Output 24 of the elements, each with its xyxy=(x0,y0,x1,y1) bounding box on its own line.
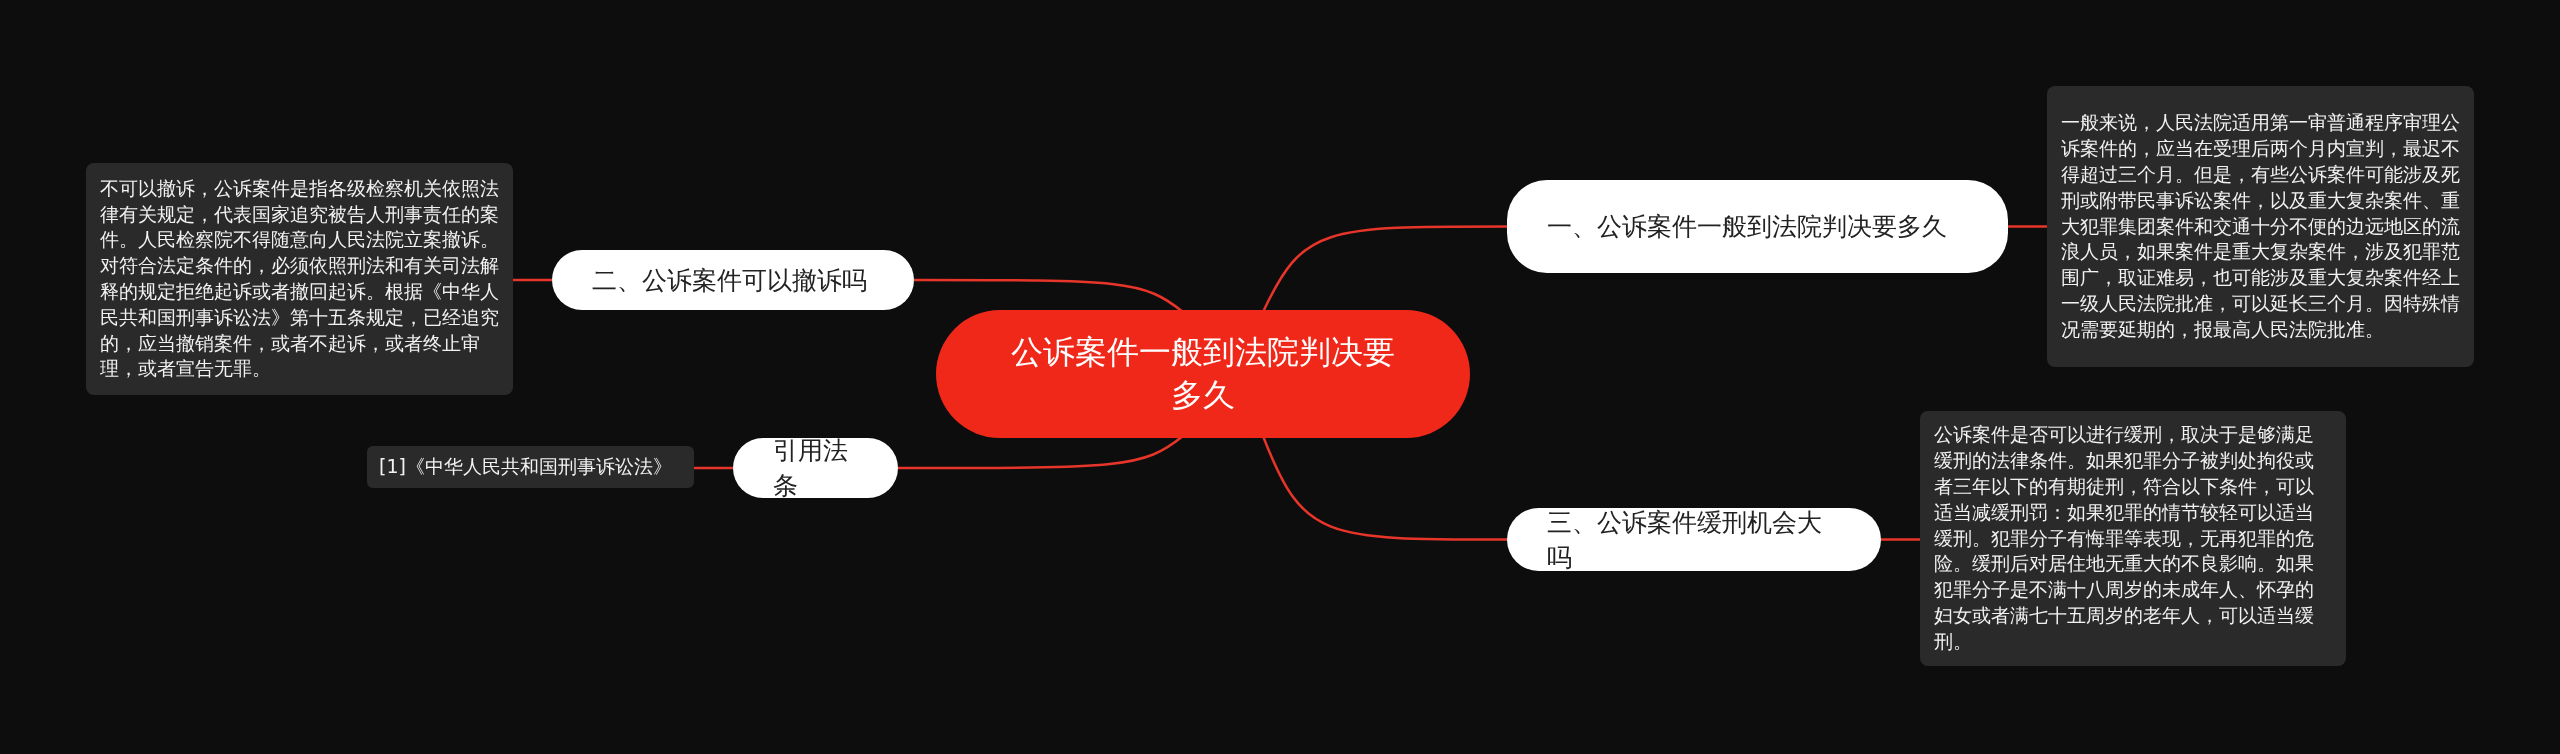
topic-text: 不可以撤诉，公诉案件是指各级检察机关依照法律有关规定，代表国家追究被告人刑事责任的案件。人民检察院不得随意向人民法院立案撤诉。对符合法定条件的，必须依照刑法和有关司法解释的规定拒绝起诉或者撤回起诉。根据《中华人民共和国刑事诉讼法》第十五条规定，已经追究的，应当撤销案件，或者不起诉，或者终止审理，或者宣告无罪。 xyxy=(100,175,499,382)
topic-text: [1]《中华人民共和国刑事诉讼法》 xyxy=(379,454,672,479)
connector-line xyxy=(694,466,733,470)
topic-text: 三、公诉案件缓刑机会大吗 xyxy=(1547,506,1823,574)
branch-topic xyxy=(552,250,914,310)
connector-line xyxy=(1261,435,1507,541)
topic-text: 一般来说，人民法院适用第一审普通程序审理公诉案件的，应当在受理后两个月内宣判，最迟不得超过三个月。但是，有些公诉案件可能涉及死刑或附带民事诉讼案件，以及重大复杂案件、重大犯罪集团案件和交通十分不便的边远地区的流浪人员，如果案件是重大复杂案件，涉及犯罪范围广，取证难易，也可能涉及重大复杂案件经上一级人民法院批准，可以延长三个月。因特殊情况需要延期的，报最高人民法院批准。 xyxy=(2061,110,2460,342)
topic-text: 公诉案件是否可以进行缓刑，取决于是够满足缓刑的法律条件。如果犯罪分子被判处拘役或者三年以下的有期徒刑，符合以下条件，可以适当减缓刑罚：如果犯罪的情节较轻可以适当缓刑。犯罪分子有悔罪等表现，无再犯罪的危险。缓刑后对居住地无重大的不良影响。如果犯罪分子是不满十八周岁的未成年人、怀孕的妇女或者满七十五周岁的老年人，可以适当缓刑。 xyxy=(1934,422,2315,654)
note-card xyxy=(1920,411,2346,666)
reference-card xyxy=(367,446,694,488)
topic-text: 公诉案件一般到法院判决要多久 xyxy=(1010,331,1396,416)
branch-topic xyxy=(1507,180,2008,273)
branch-topic xyxy=(733,438,898,498)
note-card xyxy=(86,163,513,395)
connector-line xyxy=(1261,225,1507,313)
topic-text: 一、公诉案件一般到法院判决要多久 xyxy=(1547,211,1947,243)
connector-line xyxy=(898,435,1184,470)
connector-line xyxy=(914,278,1184,313)
connector-line xyxy=(513,278,552,282)
note-card xyxy=(2047,86,2474,367)
connector-line xyxy=(2008,225,2047,228)
topic-text: 二、公诉案件可以撤诉吗 xyxy=(592,264,867,297)
connector-line xyxy=(1881,538,1920,541)
topic-text: 引用法条 xyxy=(773,435,849,502)
